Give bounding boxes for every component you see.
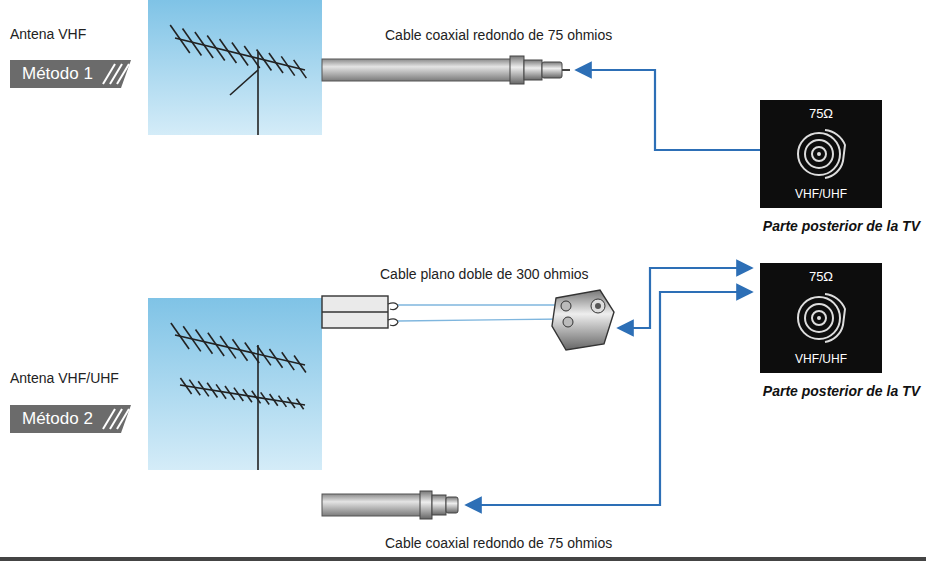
twin-lead-cable — [322, 296, 566, 328]
connection-arrow — [618, 268, 752, 328]
tv-rear-panel: 75ΩVHF/UHFParte posterior de la TV — [760, 100, 882, 208]
coax-cable — [322, 56, 570, 84]
caption-label: Antena VHF — [10, 26, 86, 42]
rf-connector — [789, 291, 853, 345]
connection-arrow — [576, 70, 786, 150]
panel-caption: Parte posterior de la TV — [763, 383, 920, 399]
connection-arrow — [466, 292, 752, 505]
input-label: VHF/UHF — [760, 187, 882, 201]
rf-connector — [789, 127, 853, 181]
caption-label: Cable coaxial redondo de 75 ohmios — [385, 535, 612, 551]
panel-caption: Parte posterior de la TV — [763, 218, 920, 234]
vhf-antenna — [170, 25, 306, 135]
method-band: Método 2 — [10, 405, 135, 433]
caption-label: Cable plano doble de 300 ohmios — [380, 266, 589, 282]
matching-transformer — [552, 290, 614, 350]
caption-label: Cable coaxial redondo de 75 ohmios — [385, 27, 612, 43]
method-band: Método 1 — [10, 60, 135, 88]
impedance-label: 75Ω — [760, 269, 882, 284]
sky-panel — [148, 0, 322, 135]
sky-panel — [148, 298, 322, 470]
tv-rear-panel: 75ΩVHF/UHFParte posterior de la TV — [760, 263, 882, 373]
input-label: VHF/UHF — [760, 352, 882, 366]
bottom-rule — [0, 557, 926, 561]
method-title: Método 2 — [10, 405, 135, 433]
caption-label: Antena VHF/UHF — [10, 370, 119, 386]
impedance-label: 75Ω — [760, 106, 882, 121]
method-title: Método 1 — [10, 60, 135, 88]
coax-cable — [322, 491, 458, 519]
vhf-uhf-antenna — [171, 323, 306, 470]
